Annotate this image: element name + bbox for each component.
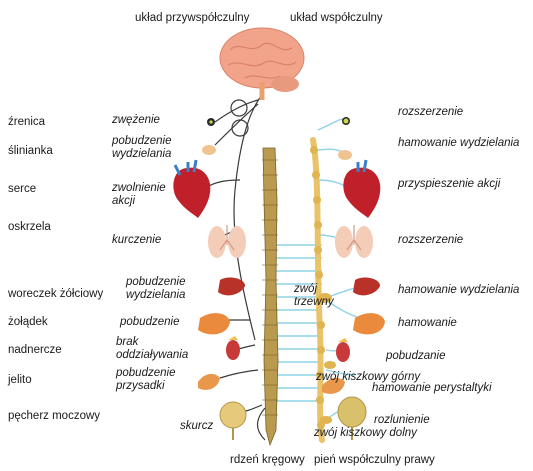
symp-effect-bronchi: rozszerzenie (398, 234, 463, 247)
symp-effect-heart: przyspieszenie akcji (398, 178, 500, 191)
intestine-parasympathetic-icon (198, 374, 220, 390)
spinal-cord-label: rdzeń kręgowy (230, 454, 305, 467)
symp-effect-gallbladder: hamowanie wydzielania (398, 284, 519, 297)
para-effect-stomach: pobudzenie (120, 316, 179, 329)
salivary-gland-sympathetic-icon (338, 150, 352, 160)
para-effect-adrenal: brak oddziaływania (116, 336, 188, 362)
organ-label-bladder: pęcherz moczowy (8, 410, 100, 423)
organ-label-pupil: źrenica (8, 116, 45, 129)
symp-effect-adrenal: pobudzanie (386, 350, 445, 363)
bladder-parasympathetic-icon (220, 402, 246, 440)
para-effect-intestine: pobudzenie przysadki (116, 367, 175, 393)
stomach-sympathetic-icon (353, 313, 385, 334)
para-effect-salivary: pobudzenie wydzielania (112, 135, 171, 161)
stomach-parasympathetic-icon (198, 313, 230, 334)
heart-parasympathetic-icon (173, 160, 210, 218)
para-effect-bladder: skurcz (180, 420, 213, 433)
brain-illustration (220, 28, 304, 100)
para-effect-bronchi: kurczenie (112, 234, 161, 247)
heart-sympathetic-icon (343, 160, 380, 218)
symp-effect-bladder: rozlunienie (374, 414, 430, 427)
sympathetic-system-title: układ współczulny (290, 12, 383, 25)
para-effect-pupil: zwężenie (112, 114, 160, 127)
lungs-sympathetic-icon (335, 225, 373, 258)
salivary-gland-parasympathetic-icon (202, 145, 216, 155)
organ-label-adrenal: nadnercze (8, 344, 62, 357)
eye-parasympathetic-icon (207, 118, 215, 126)
para-effect-gallbladder: pobudzenie wydzielania (126, 276, 185, 302)
ganglion-label-inferior-mesenteric: zwój kiszkowy dolny (314, 427, 417, 440)
ganglion-label-superior-mesenteric: zwój kiszkowy górny (316, 371, 420, 384)
adrenal-parasympathetic-icon (226, 336, 240, 360)
organ-label-heart: serce (8, 183, 36, 196)
organ-label-salivary-gland: ślinianka (8, 145, 53, 158)
eye-sympathetic-icon (342, 117, 350, 125)
sympathetic-trunk-label: pień współczulny prawy (314, 454, 435, 467)
organ-label-stomach: żołądek (8, 316, 48, 329)
ganglion-label-celiac: zwój trzewny (294, 283, 334, 309)
lungs-parasympathetic-icon (208, 225, 246, 258)
symp-effect-pupil: rozszerzenie (398, 106, 463, 119)
organ-label-gallbladder: woreczek żółciowy (8, 288, 103, 301)
liver-parasympathetic-icon (218, 278, 245, 296)
spinal-cord (262, 148, 278, 445)
organ-label-bronchi: oskrzela (8, 221, 51, 234)
para-effect-heart: zwolnienie akcji (112, 182, 166, 208)
parasympathetic-system-title: układ przywspółczulny (135, 12, 249, 25)
organ-label-intestine: jelito (8, 374, 32, 387)
symp-effect-stomach: hamowanie (398, 317, 457, 330)
adrenal-sympathetic-icon (336, 338, 350, 362)
symp-effect-salivary: hamowanie wydzielania (398, 137, 519, 150)
liver-sympathetic-icon (353, 278, 380, 296)
